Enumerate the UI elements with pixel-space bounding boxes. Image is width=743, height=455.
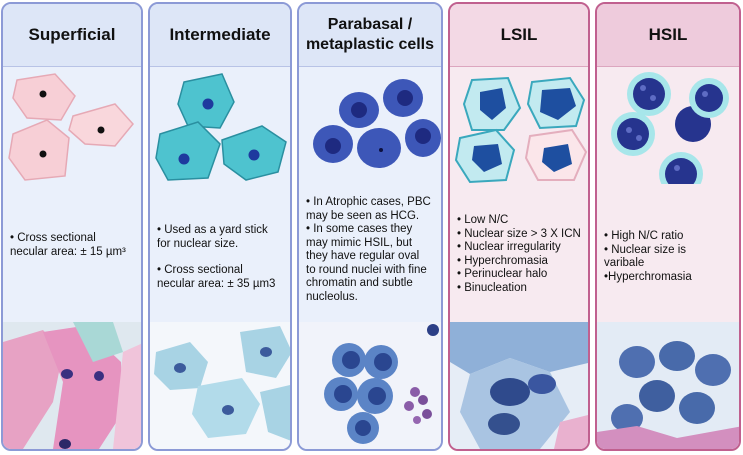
- desc-line: •Hyperchromasia: [604, 270, 692, 283]
- desc-line: • Nuclear size > 3 X ICN: [457, 227, 581, 240]
- desc-line: • Used as a yard stick: [157, 224, 268, 236]
- intermediate-cells-illustration: [150, 68, 290, 184]
- desc-line: • High N/C ratio: [604, 230, 684, 242]
- panel-title-line: metaplastic cells: [305, 36, 435, 53]
- desc-line: • Low N/C: [457, 214, 509, 226]
- desc-line: • Binucleation: [457, 281, 527, 294]
- parabasal-cells-illustration: [299, 68, 441, 184]
- desc-line: • Cross sectional: [157, 264, 243, 276]
- superficial-description: • Cross sectional necular area: ± 15 µm³: [10, 232, 135, 259]
- panel-superficial: Superficial • Cross sectional necular ar…: [1, 2, 143, 451]
- superficial-micrograph: [3, 322, 141, 449]
- lsil-description: • Low N/C • Nuclear size > 3 X ICN • Nuc…: [457, 214, 582, 295]
- desc-line: • Nuclear size is: [604, 243, 686, 256]
- intermediate-micrograph: [150, 322, 290, 449]
- panel-title: LSIL: [450, 4, 588, 67]
- desc-line: • Cross sectional: [10, 232, 96, 244]
- parabasal-micrograph: [299, 322, 441, 449]
- panel-lsil: LSIL • Low N/C • Nuclear size > 3 X ICN …: [448, 2, 590, 451]
- hsil-micrograph: [597, 322, 739, 449]
- intermediate-description: • Used as a yard stick for nuclear size.…: [157, 224, 284, 291]
- hsil-description: • High N/C ratio • Nuclear size is varib…: [604, 230, 733, 284]
- desc-line: nucleolus.: [306, 290, 358, 303]
- panel-title: HSIL: [597, 4, 739, 67]
- panel-intermediate: Intermediate • Used as a yard stick for …: [148, 2, 292, 451]
- desc-line: may mimic HSIL, but: [306, 236, 413, 249]
- desc-line: • Nuclear irregularity: [457, 241, 561, 253]
- desc-line: necular area: ± 15 µm³: [10, 245, 126, 258]
- desc-line: • In Atrophic cases, PBC: [306, 196, 431, 208]
- desc-line: for nuclear size.: [157, 237, 239, 250]
- desc-line: • Perinuclear halo: [457, 268, 548, 280]
- panel-title: Parabasal / metaplastic cells: [299, 4, 441, 67]
- panel-title-line: Parabasal /: [327, 16, 413, 33]
- panel-hsil: HSIL • High N/C ratio • Nuclear size is …: [595, 2, 741, 451]
- desc-line: • In some cases they: [306, 223, 413, 235]
- desc-line: to round nuclei with fine: [306, 263, 427, 276]
- panel-title: Superficial: [3, 4, 141, 67]
- superficial-cells-illustration: [3, 68, 141, 184]
- hsil-cells-illustration: [597, 68, 739, 196]
- parabasal-description: • In Atrophic cases, PBC may be seen as …: [306, 196, 435, 304]
- panel-parabasal: Parabasal / metaplastic cells • In Atrop…: [297, 2, 443, 451]
- lsil-cells-illustration: [450, 68, 588, 184]
- desc-line: chromatin and subtle: [306, 277, 413, 289]
- desc-line: varibale: [604, 257, 645, 269]
- lsil-micrograph: [450, 322, 588, 449]
- desc-line: they have regular oval: [306, 250, 420, 262]
- desc-line: [157, 251, 284, 264]
- desc-line: may be seen as HCG.: [306, 209, 420, 222]
- desc-line: • Hyperchromasia: [457, 254, 548, 267]
- desc-line: necular area: ± 35 µm3: [157, 277, 276, 290]
- panel-title: Intermediate: [150, 4, 290, 67]
